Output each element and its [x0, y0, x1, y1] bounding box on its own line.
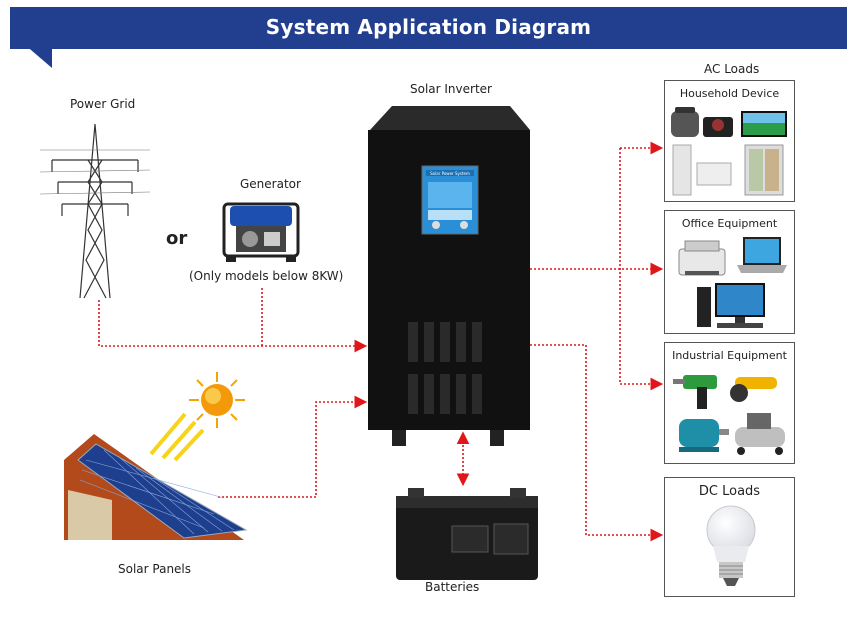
industrial-equipment-icons — [673, 375, 785, 455]
dc-loads-label: DC Loads — [698, 484, 761, 499]
sun-icon — [149, 372, 245, 462]
solar-panels-label: Solar Panels — [118, 562, 192, 576]
transmission-tower-icon — [40, 123, 150, 299]
solar-inverter-icon: Solar Power System — [368, 106, 530, 446]
desktop-pc-icon — [697, 283, 765, 328]
office-equipment-icons — [678, 237, 787, 328]
tv-icon — [741, 111, 787, 137]
generator-label: Generator — [240, 177, 301, 191]
solar-panel-icon — [64, 434, 248, 540]
air-compressor-icon — [735, 413, 785, 455]
inverter-to-dc-line — [530, 344, 664, 542]
induction-cooker-icon — [703, 117, 733, 137]
printer-icon — [678, 240, 726, 276]
dc-loads-box: DC Loads — [664, 477, 795, 597]
household-device-box: Household Device — [664, 80, 795, 202]
or-label: or — [166, 228, 188, 249]
panel-to-inverter-line — [218, 395, 368, 498]
power-grid-label: Power Grid — [70, 97, 136, 111]
industrial-equipment-label: Industrial Equipment — [672, 349, 787, 362]
air-conditioner-icon — [672, 144, 732, 196]
batteries-label: Batteries — [425, 580, 480, 594]
household-device-label: Household Device — [679, 87, 780, 100]
header-banner: System Application Diagram — [10, 7, 847, 49]
pressure-cooker-icon — [671, 107, 699, 137]
laptop-icon — [737, 237, 787, 273]
page-title: System Application Diagram — [265, 15, 592, 39]
light-bulb-icon — [706, 505, 756, 586]
household-devices-icons — [671, 107, 787, 196]
office-equipment-box: Office Equipment — [664, 210, 795, 334]
industrial-equipment-box: Industrial Equipment — [664, 342, 795, 464]
ac-loads-label: AC Loads — [704, 62, 760, 76]
battery-icon — [396, 488, 538, 580]
angle-grinder-icon — [730, 377, 777, 402]
office-equipment-label: Office Equipment — [681, 217, 778, 230]
generator-note: (Only models below 8KW) — [189, 269, 344, 283]
inverter-label: Solar Inverter — [410, 82, 492, 96]
electric-motor-icon — [679, 419, 729, 452]
grid-to-inverter-line — [98, 300, 368, 353]
generator-icon — [222, 202, 300, 262]
banner-tab — [24, 44, 52, 68]
fridge-icon — [744, 144, 784, 196]
screen-title: Solar Power System — [430, 171, 470, 176]
drill-icon — [673, 375, 717, 409]
